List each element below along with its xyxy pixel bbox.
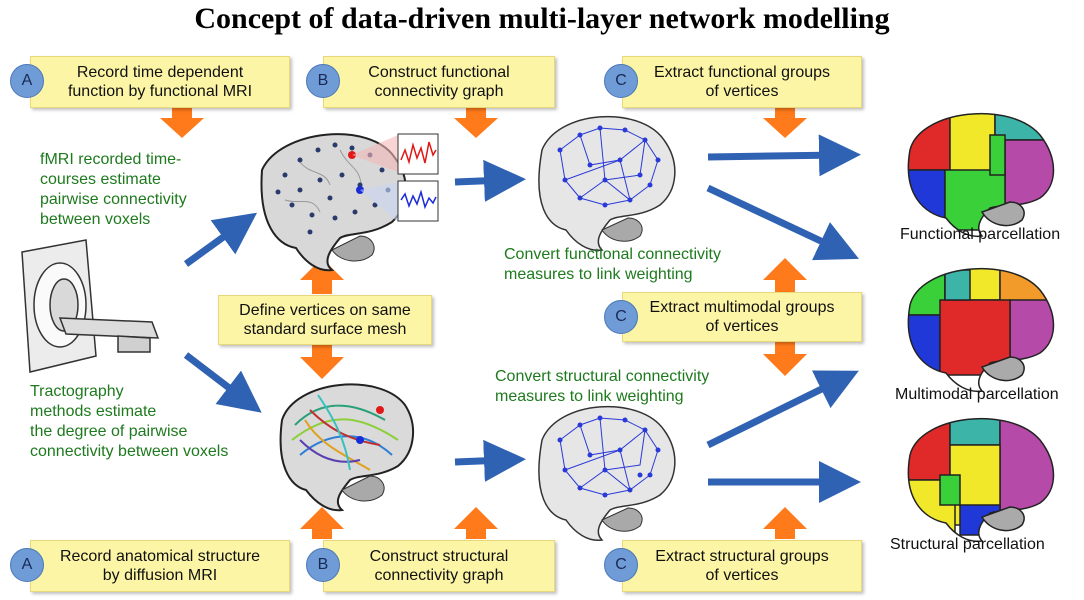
- note-convert-structural: Convert structural connectivity measures…: [495, 368, 710, 405]
- blue-arrows: [183, 134, 861, 503]
- box-define-vertices: Define vertices on same standard surface…: [218, 295, 432, 345]
- dti-brain: [279, 383, 415, 512]
- badge-a-top: A: [10, 64, 44, 98]
- badge-b-top: B: [306, 64, 340, 98]
- orange-arrow-b-bot: [454, 507, 498, 539]
- box-construct-functional: Construct functional connectivity graph: [323, 56, 555, 108]
- orange-arrow-a-top: [160, 108, 204, 138]
- box-record-diffusion: Record anatomical structure by diffusion…: [30, 540, 290, 592]
- blue-arrow-scanner-to-fmri: [183, 212, 258, 267]
- label-functional-parcellation: Functional parcellation: [900, 226, 1061, 243]
- blue-arrow-sgraph-to-multi: [706, 370, 859, 449]
- blue-arrow-fgraph-to-func: [707, 134, 861, 177]
- multimodal-parcellation-brain: [907, 267, 1055, 393]
- box-construct-structural: Construct structural connectivity graph: [323, 540, 555, 592]
- box-record-fmri: Record time dependent function by functi…: [30, 56, 290, 108]
- orange-arrow-define-up: [300, 258, 344, 294]
- note-tractography: Tractography methods estimate the degree…: [30, 383, 229, 460]
- orange-arrow-define-down: [300, 345, 344, 379]
- diagram-title: Concept of data-driven multi-layer netwo…: [194, 2, 890, 35]
- badge-c-mid: C: [604, 300, 638, 334]
- structural-graph-brain: [538, 405, 676, 541]
- structural-parcellation-brain: [907, 417, 1055, 543]
- functional-parcellation-brain: [907, 112, 1055, 238]
- note-fmri: fMRI recorded time- courses estimate pai…: [40, 151, 187, 228]
- blue-arrow-scanner-to-dti: [183, 352, 262, 413]
- badge-c-top: C: [604, 64, 638, 98]
- mri-scanner: [21, 239, 160, 373]
- orange-arrow-b-top: [454, 108, 498, 138]
- orange-arrow-c-bot: [763, 507, 807, 539]
- box-extract-functional: Extract functional groups of vertices: [622, 56, 862, 108]
- blue-arrow-fmri-to-graph: [454, 159, 526, 202]
- badge-a-bot: A: [10, 548, 44, 582]
- orange-arrow-cmid-down: [763, 340, 807, 376]
- orange-arrows: [160, 108, 807, 539]
- functional-graph-brain: [538, 115, 676, 251]
- orange-arrow-cmid-up: [763, 258, 807, 294]
- orange-arrow-a-bot: [300, 507, 344, 539]
- orange-arrow-c-top: [763, 108, 807, 138]
- box-extract-multimodal: Extract multimodal groups of vertices: [622, 292, 862, 342]
- label-structural-parcellation: Structural parcellation: [890, 536, 1045, 553]
- blue-arrow-dti-to-graph: [454, 439, 526, 482]
- label-multimodal-parcellation: Multimodal parcellation: [895, 386, 1059, 403]
- box-extract-structural: Extract structural groups of vertices: [622, 540, 862, 592]
- badge-c-bot: C: [604, 548, 638, 582]
- blue-arrow-fgraph-to-multi: [706, 184, 860, 261]
- note-convert-functional: Convert functional connectivity measures…: [504, 246, 721, 283]
- badge-b-bot: B: [306, 548, 340, 582]
- fmri-brain: [260, 133, 439, 272]
